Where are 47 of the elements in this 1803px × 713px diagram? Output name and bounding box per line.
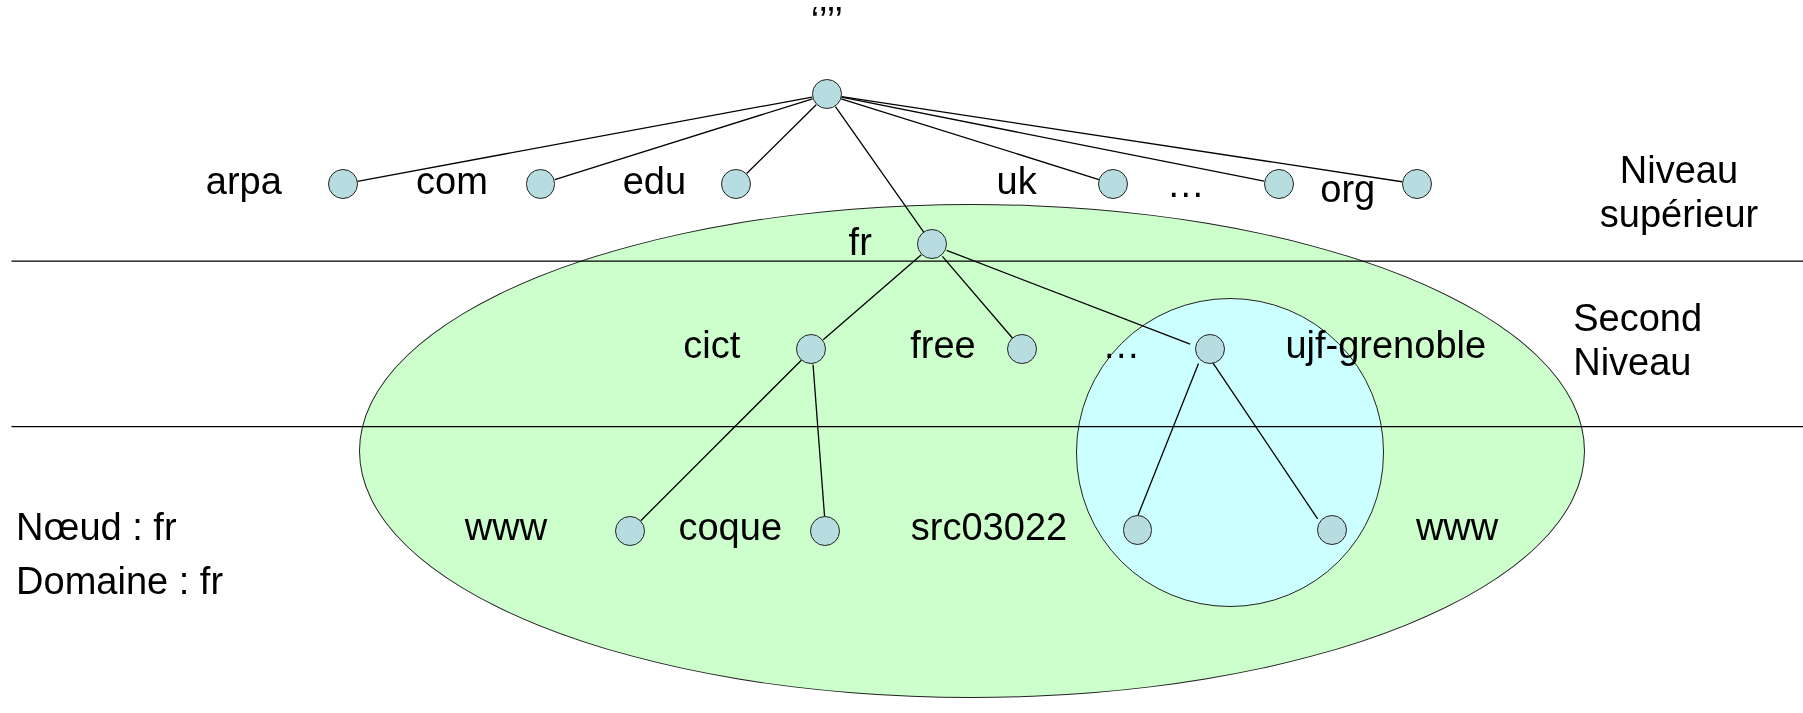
- connector-line: [356, 96, 813, 182]
- node-label: coque: [678, 504, 782, 549]
- ellipsis: …: [1166, 162, 1205, 206]
- node-label: com: [416, 158, 488, 203]
- connector-line: [840, 98, 1100, 181]
- connector-line: [822, 254, 922, 341]
- node-label: org: [1320, 166, 1376, 211]
- tree-node-circle: [1263, 169, 1294, 199]
- connector-line: [840, 96, 1265, 182]
- connector-line: [841, 95, 1403, 183]
- node-label: www: [1415, 504, 1499, 549]
- tree-node-circle: [810, 515, 841, 546]
- tree-node-circle: [1195, 333, 1225, 364]
- node-label: edu: [622, 158, 687, 203]
- tree-node-circle: [811, 79, 842, 110]
- level-label: Niveau supérieur: [1598, 148, 1760, 237]
- connector-line: [640, 359, 802, 522]
- node-label: uk: [996, 158, 1037, 203]
- node-label: ujf-grenoble: [1285, 323, 1487, 367]
- tree-node-circle: [327, 169, 358, 199]
- node-label: fr: [848, 219, 872, 264]
- connector-line: [834, 105, 925, 234]
- node-label: cict: [683, 323, 741, 367]
- node-label: ‘’’’: [810, 0, 844, 43]
- tree-node-circle: [614, 515, 645, 546]
- tree-node-circle: [1098, 169, 1129, 199]
- connector-line: [945, 249, 1191, 345]
- node-label: www: [464, 504, 548, 549]
- node-label: arpa: [205, 158, 282, 203]
- connector-line: [812, 363, 826, 518]
- tree-node-circle: [525, 169, 556, 199]
- tree-node-circle: [917, 229, 948, 260]
- connector-line: [554, 98, 814, 181]
- tree-node-circle: [721, 169, 751, 199]
- node-label: free: [910, 323, 976, 367]
- node-label: src03022: [910, 504, 1068, 549]
- connector-line: [941, 255, 1014, 339]
- domain-caption: Domaine : fr: [16, 558, 224, 603]
- node-caption: Nœud : fr: [16, 504, 177, 549]
- tree-node-circle: [796, 334, 827, 365]
- level-label: Second Niveau: [1573, 296, 1704, 385]
- tree-node-circle: [1006, 334, 1037, 365]
- tree-node-circle: [1316, 515, 1347, 546]
- connector-line: [746, 104, 817, 175]
- connector-line: [1211, 361, 1319, 520]
- tree-node-circle: [1122, 515, 1153, 546]
- tree-node-circle: [1401, 169, 1432, 199]
